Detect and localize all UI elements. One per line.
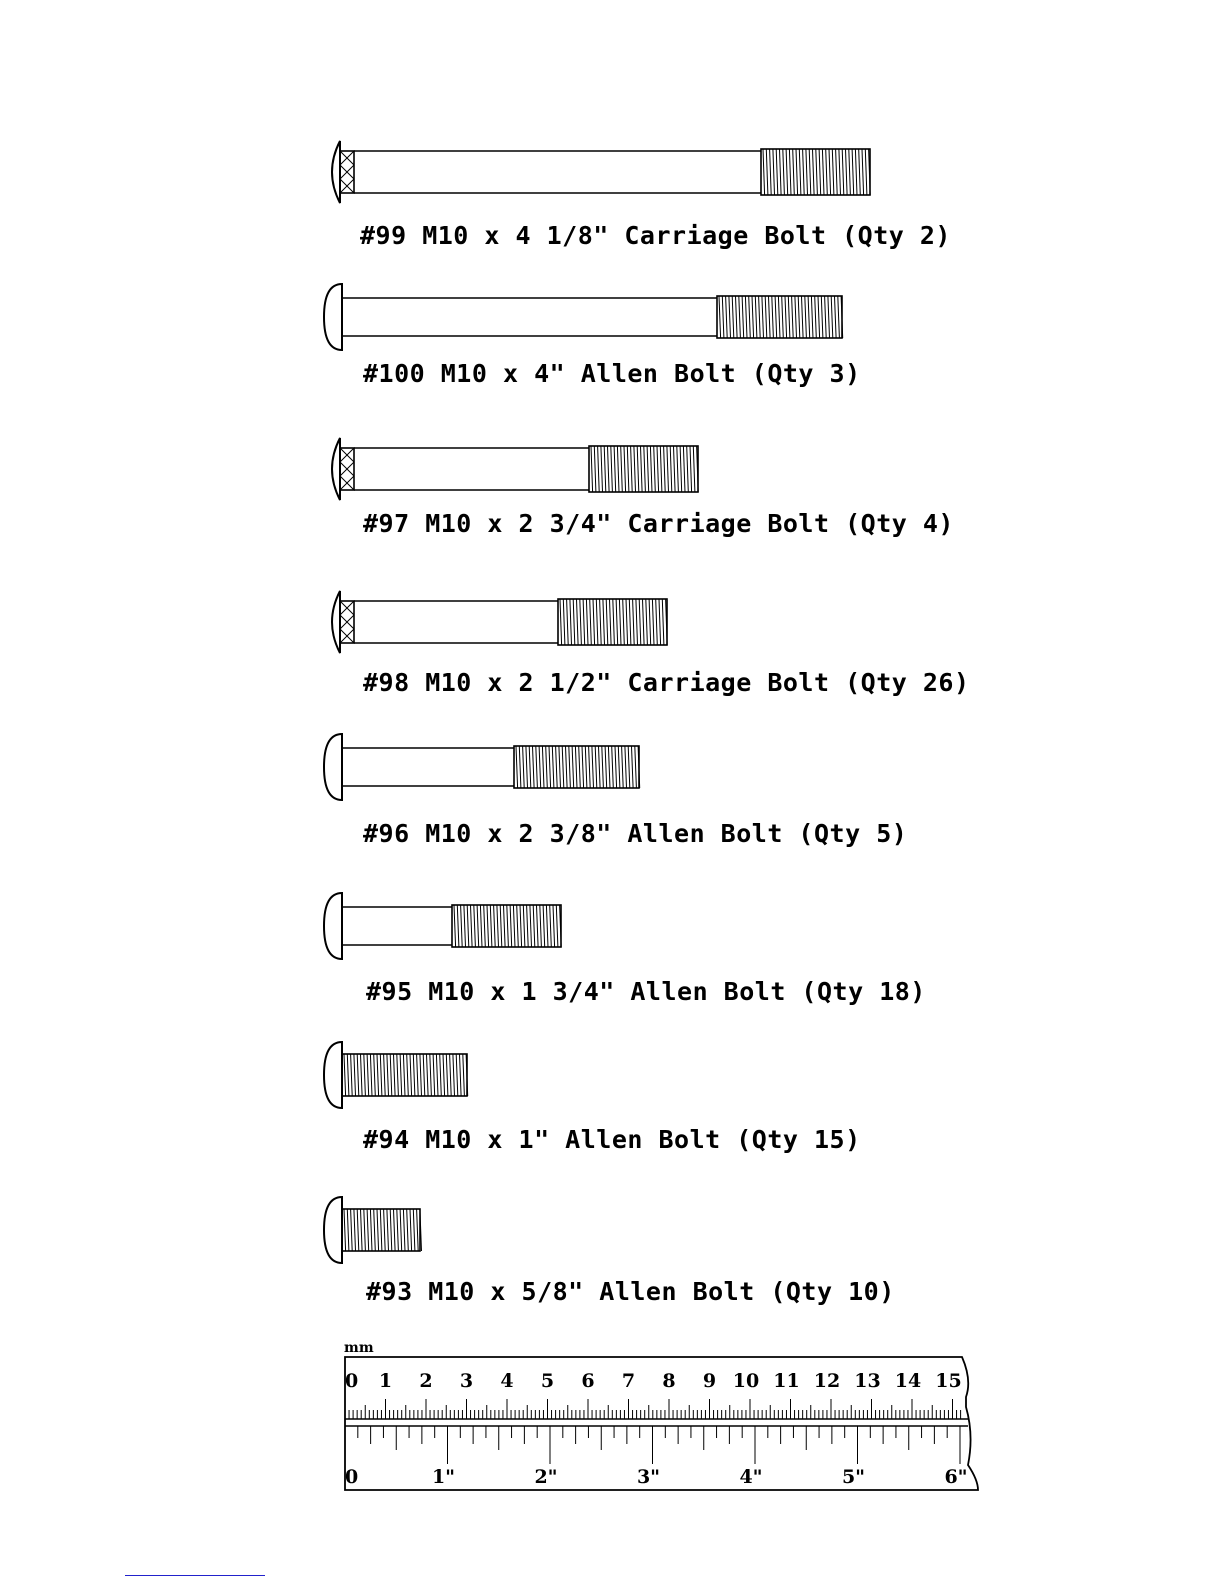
bolt-drawing bbox=[322, 1040, 469, 1110]
cm-label: 6 bbox=[581, 1370, 594, 1392]
bolt-drawing bbox=[331, 590, 668, 654]
part-label: #98 M10 x 2 1/2" Carriage Bolt (Qty 26) bbox=[363, 668, 970, 697]
cm-label: 8 bbox=[662, 1370, 675, 1392]
bolt-shank bbox=[354, 150, 761, 194]
carriage-head-icon bbox=[331, 590, 355, 654]
cm-label: 13 bbox=[854, 1370, 880, 1392]
bolt-thread bbox=[451, 904, 562, 948]
footer-rule bbox=[125, 1575, 265, 1576]
cm-label: 11 bbox=[773, 1370, 799, 1392]
part-label: #97 M10 x 2 3/4" Carriage Bolt (Qty 4) bbox=[363, 509, 954, 538]
cm-label: 15 bbox=[935, 1370, 961, 1392]
bolt-thread bbox=[341, 1053, 469, 1097]
bolt-drawing bbox=[322, 1195, 422, 1265]
bolt-thread bbox=[557, 598, 668, 646]
cm-label: 7 bbox=[622, 1370, 635, 1392]
button-head-icon bbox=[322, 1040, 343, 1110]
bolt-shank bbox=[354, 600, 558, 644]
part-label: #94 M10 x 1" Allen Bolt (Qty 15) bbox=[363, 1125, 861, 1154]
ruler-unit-label: mm bbox=[344, 1340, 374, 1356]
cm-label: 3 bbox=[460, 1370, 473, 1392]
cm-label: 9 bbox=[703, 1370, 716, 1392]
part-label: #96 M10 x 2 3/8" Allen Bolt (Qty 5) bbox=[363, 819, 908, 848]
cm-label: 2 bbox=[419, 1370, 432, 1392]
part-label: #99 M10 x 4 1/8" Carriage Bolt (Qty 2) bbox=[360, 221, 951, 250]
cm-label: 14 bbox=[895, 1370, 921, 1392]
bolt-drawing bbox=[322, 732, 641, 802]
button-head-icon bbox=[322, 732, 343, 802]
cm-label: 4 bbox=[500, 1370, 513, 1392]
button-head-icon bbox=[322, 282, 343, 352]
bolt-shank bbox=[342, 906, 452, 946]
part-label: #95 M10 x 1 3/4" Allen Bolt (Qty 18) bbox=[366, 977, 926, 1006]
ruler-frame bbox=[344, 1356, 979, 1491]
part-label: #93 M10 x 5/8" Allen Bolt (Qty 10) bbox=[366, 1277, 895, 1306]
bolt-shank bbox=[342, 747, 514, 787]
inch-label: 3" bbox=[637, 1466, 660, 1488]
bolt-drawing bbox=[331, 437, 699, 501]
bolt-drawing bbox=[322, 891, 562, 961]
button-head-icon bbox=[322, 1195, 343, 1265]
cm-label: 10 bbox=[733, 1370, 759, 1392]
bolt-shank bbox=[342, 297, 717, 337]
bolt-drawing bbox=[322, 282, 844, 352]
inch-label: 1" bbox=[432, 1466, 455, 1488]
cm-label: 0 bbox=[345, 1370, 358, 1392]
cm-label: 12 bbox=[814, 1370, 840, 1392]
cm-label: 1 bbox=[379, 1370, 392, 1392]
bolt-thread bbox=[513, 745, 641, 789]
carriage-head-icon bbox=[331, 437, 355, 501]
inch-label: 6" bbox=[944, 1466, 967, 1488]
part-label: #100 M10 x 4" Allen Bolt (Qty 3) bbox=[363, 359, 861, 388]
bolt-shank bbox=[354, 447, 589, 491]
cm-label: 5 bbox=[541, 1370, 554, 1392]
inch-label: 5" bbox=[842, 1466, 865, 1488]
carriage-head-icon bbox=[331, 140, 355, 204]
inch-label: 4" bbox=[739, 1466, 762, 1488]
bolt-thread bbox=[588, 445, 699, 493]
inch-label: 0 bbox=[345, 1466, 358, 1488]
button-head-icon bbox=[322, 891, 343, 961]
inch-label: 2" bbox=[534, 1466, 557, 1488]
bolt-thread bbox=[760, 148, 871, 196]
bolt-thread bbox=[341, 1208, 422, 1252]
bolt-drawing bbox=[331, 140, 871, 204]
bolt-thread bbox=[716, 295, 844, 339]
